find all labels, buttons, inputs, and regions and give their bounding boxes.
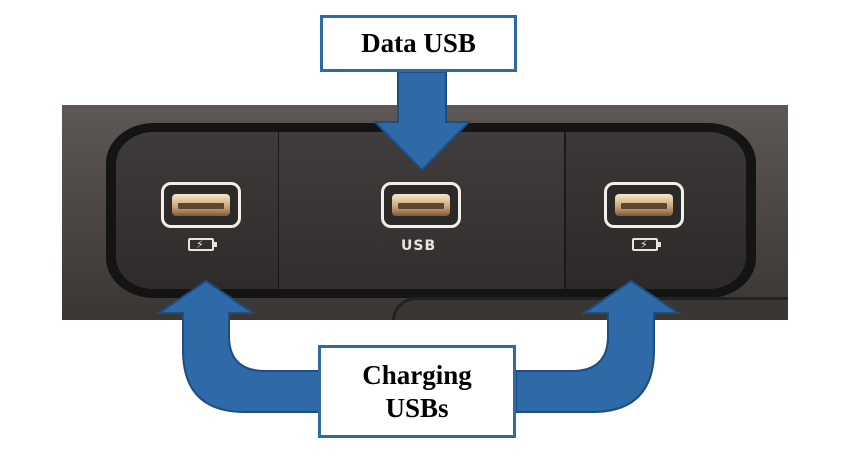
right-charging-usb-port: [604, 182, 684, 228]
right-up-arrow: [515, 279, 682, 413]
data-usb-port: [381, 182, 461, 228]
usb-port-label: USB: [401, 238, 437, 254]
left-up-arrow: [155, 279, 321, 413]
left-charging-segment: ⚡: [116, 132, 280, 289]
charging-usbs-label-box: Charging USBs: [318, 345, 516, 438]
right-charging-segment: ⚡: [566, 132, 746, 289]
charging-label-line2: USBs: [385, 392, 449, 423]
data-usb-label-box: Data USB: [320, 15, 517, 72]
data-usb-label: Data USB: [361, 28, 476, 58]
down-arrow: [372, 71, 472, 172]
battery-charge-icon: ⚡: [632, 238, 661, 251]
battery-charge-icon: ⚡: [188, 238, 217, 251]
charging-label-line1: Charging: [362, 359, 472, 390]
left-charging-usb-port: [161, 182, 241, 228]
